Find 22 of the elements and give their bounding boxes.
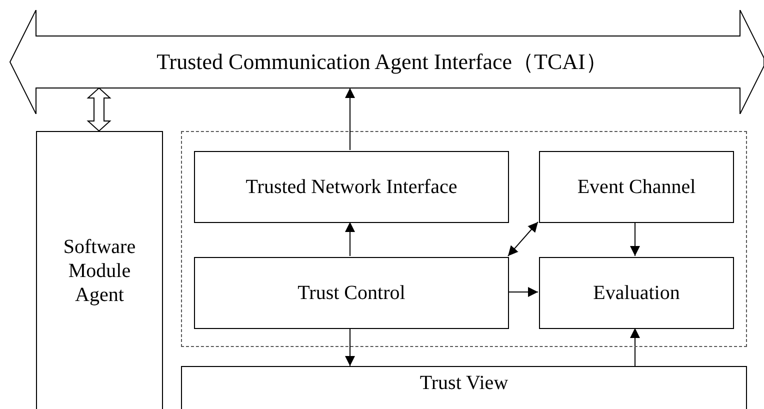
box-label: Event Channel [577, 175, 696, 199]
arrow [508, 287, 538, 297]
box-label: Evaluation [593, 281, 680, 305]
box-label: Trusted Communication Agent Interface（TCAI） [156, 48, 608, 76]
process-box [539, 257, 734, 329]
box-label: Trust Control [298, 281, 406, 305]
arrow [630, 222, 640, 256]
arrow [630, 328, 640, 366]
dashed-group-box [181, 131, 747, 347]
arrow [345, 222, 355, 256]
process-box [194, 257, 509, 329]
process-box [36, 131, 163, 409]
arrow [508, 222, 538, 256]
box-label: Trust View [420, 371, 508, 395]
arrow [345, 328, 355, 366]
process-box [194, 151, 509, 223]
box-label: Software Module Agent [62, 234, 137, 306]
arrow [345, 88, 355, 150]
process-box [181, 366, 747, 409]
box-label: Trusted Network Interface [246, 175, 458, 199]
process-box [539, 151, 734, 223]
double-arrow [86, 87, 112, 132]
